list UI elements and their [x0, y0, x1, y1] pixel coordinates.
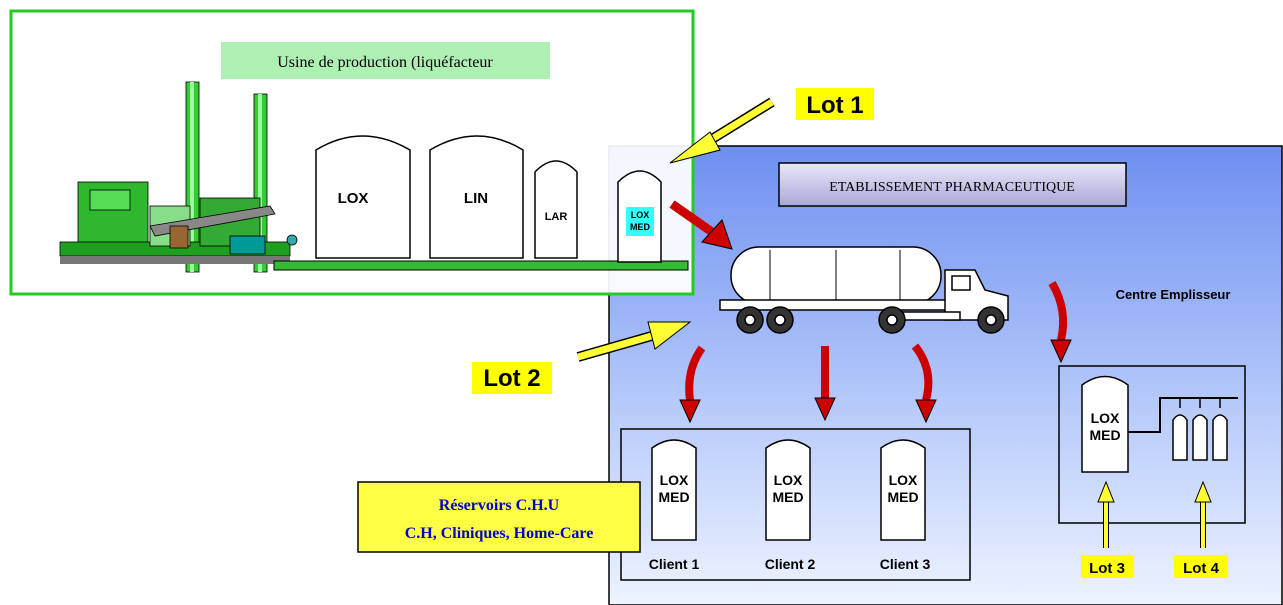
centre-tank-line2: MED: [1089, 427, 1120, 443]
client-3-tank-line2: MED: [887, 489, 918, 505]
lox-med-tank-production: LOX MED: [617, 170, 662, 263]
lot1-arrow: [669, 97, 775, 164]
client-1-tank-line2: MED: [658, 489, 689, 505]
client-3-label: Client 3: [880, 556, 931, 572]
client-2-tank-line1: LOX: [774, 472, 803, 488]
lot1-label: Lot 1: [796, 88, 874, 120]
client-2-tank: LOX MED Client 2: [765, 439, 816, 572]
centre-emplisseur-label: Centre Emplisseur: [1116, 287, 1231, 302]
red-arrow-tank-to-truck: [669, 200, 733, 250]
client-1-tank: LOX MED Client 1: [649, 439, 700, 572]
lot2-arrow: [576, 321, 692, 362]
centre-lox-med-tank: LOX MED: [1081, 375, 1129, 473]
lar-tank: LAR: [534, 160, 578, 259]
lox-med-label-line1: LOX: [631, 210, 650, 220]
lox-med-label-line2: MED: [630, 222, 651, 232]
client-3-tank: LOX MED Client 3: [880, 439, 931, 572]
lot4-arrow: [1194, 480, 1212, 548]
red-arrow-client-3: [911, 343, 937, 424]
pharma-title: ETABLISSEMENT PHARMACEUTIQUE: [829, 180, 1075, 195]
centre-tank-line1: LOX: [1091, 410, 1120, 426]
red-arrow-client-1: [679, 345, 706, 424]
reservoirs-line2: C.H, Cliniques, Home-Care: [405, 525, 594, 542]
reservoirs-line1: Réservoirs C.H.U: [439, 497, 560, 514]
lot2-text: Lot 2: [483, 365, 540, 392]
lin-tank: LIN: [429, 135, 524, 259]
reservoirs-box: Réservoirs C.H.U C.H, Cliniques, Home-Ca…: [357, 481, 641, 553]
lot4-label: Lot 4: [1174, 555, 1228, 578]
pharma-panel: [608, 145, 1283, 605]
production-pipe: [273, 260, 689, 271]
lox-tank: LOX: [315, 135, 411, 259]
lot3-label: Lot 3: [1081, 555, 1134, 578]
client-1-label: Client 1: [649, 556, 700, 572]
factory-icon: [59, 81, 298, 273]
lot2-label: Lot 2: [472, 362, 552, 394]
tanker-truck-icon: [719, 246, 1009, 334]
red-arrow-centre: [1048, 280, 1072, 364]
client-3-tank-line1: LOX: [889, 472, 918, 488]
lot4-text: Lot 4: [1183, 560, 1219, 577]
lot1-text: Lot 1: [806, 92, 863, 119]
client-2-tank-line2: MED: [772, 489, 803, 505]
pharma-title-box: ETABLISSEMENT PHARMACEUTIQUE: [778, 162, 1127, 207]
lot3-text: Lot 3: [1089, 560, 1125, 577]
centre-box: [1058, 365, 1246, 524]
gas-cylinders-icon: [1128, 397, 1238, 461]
production-title: Usine de production (liquéfacteur: [277, 54, 493, 71]
lot3-arrow: [1097, 480, 1115, 548]
client-2-label: Client 2: [765, 556, 816, 572]
lox-tank-label: LOX: [338, 190, 369, 207]
red-arrow-client-2: [814, 346, 836, 422]
client-1-tank-line1: LOX: [660, 472, 689, 488]
lar-tank-label: LAR: [545, 211, 568, 223]
lin-tank-label: LIN: [464, 190, 488, 207]
